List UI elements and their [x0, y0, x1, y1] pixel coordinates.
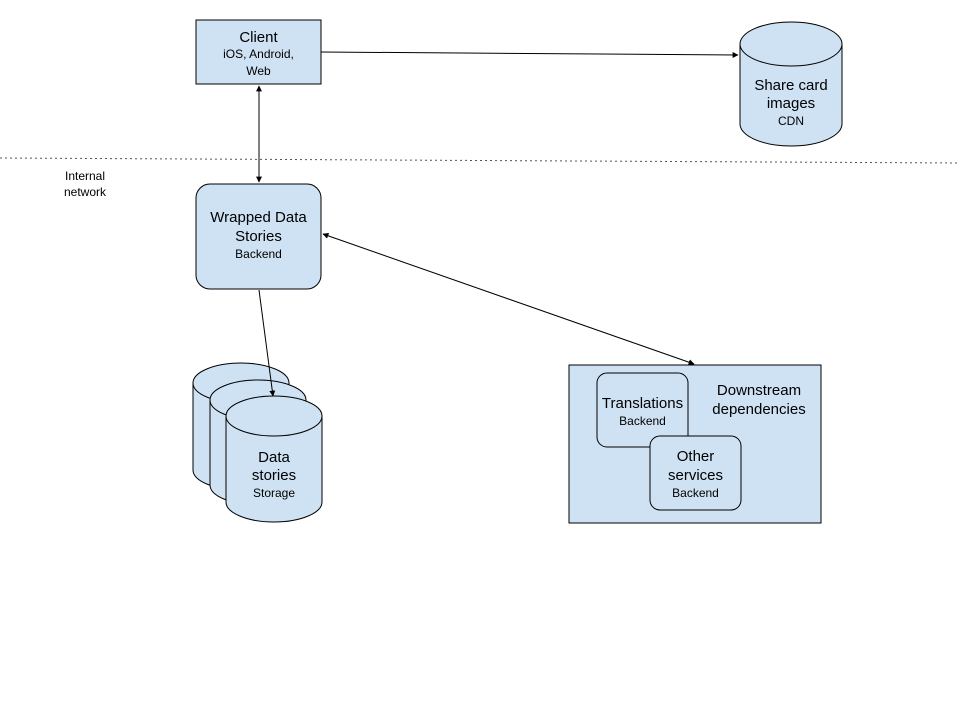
backend-node: Wrapped Data Stories Backend	[195, 183, 322, 290]
downstream-title-line2: dependencies	[712, 401, 805, 418]
storage-title-line2: stories	[252, 467, 296, 484]
storage-subtitle: Storage	[253, 486, 295, 500]
edge-backend-downstream	[322, 232, 695, 366]
client-title: Client	[239, 29, 278, 46]
translations-subtitle: Backend	[619, 414, 666, 428]
edge-client-to-cdn	[320, 51, 739, 58]
other-services-subtitle: Backend	[672, 486, 719, 500]
client-platforms-line2: Web	[246, 64, 271, 78]
backend-subtitle: Backend	[235, 247, 282, 261]
translations-node: Translations Backend	[596, 372, 689, 448]
cdn-node: Share card images CDN	[739, 21, 843, 147]
internal-network-boundary	[0, 157, 960, 164]
other-services-title-line2: services	[668, 467, 723, 484]
client-platforms-line1: iOS, Android,	[223, 47, 294, 61]
internal-network-label-line1: Internal	[65, 169, 105, 183]
downstream-node: Downstream dependencies Translations Bac…	[568, 364, 822, 524]
cdn-title-line1: Share card	[754, 77, 827, 94]
downstream-title-line1: Downstream	[717, 382, 801, 399]
edge-backend-to-storage	[258, 289, 276, 397]
cdn-title-line2: images	[767, 95, 815, 112]
storage-node: Data stories Storage	[192, 362, 323, 523]
client-node: Client iOS, Android, Web	[195, 19, 322, 85]
storage-title-line1: Data	[258, 449, 290, 466]
internal-network-label-line2: network	[64, 185, 107, 199]
translations-title: Translations	[602, 395, 683, 412]
backend-title-line2: Stories	[235, 228, 282, 245]
other-services-node: Other services Backend	[649, 435, 742, 511]
cdn-subtitle: CDN	[778, 114, 804, 128]
backend-title-line1: Wrapped Data	[210, 209, 307, 226]
other-services-title-line1: Other	[677, 448, 715, 465]
